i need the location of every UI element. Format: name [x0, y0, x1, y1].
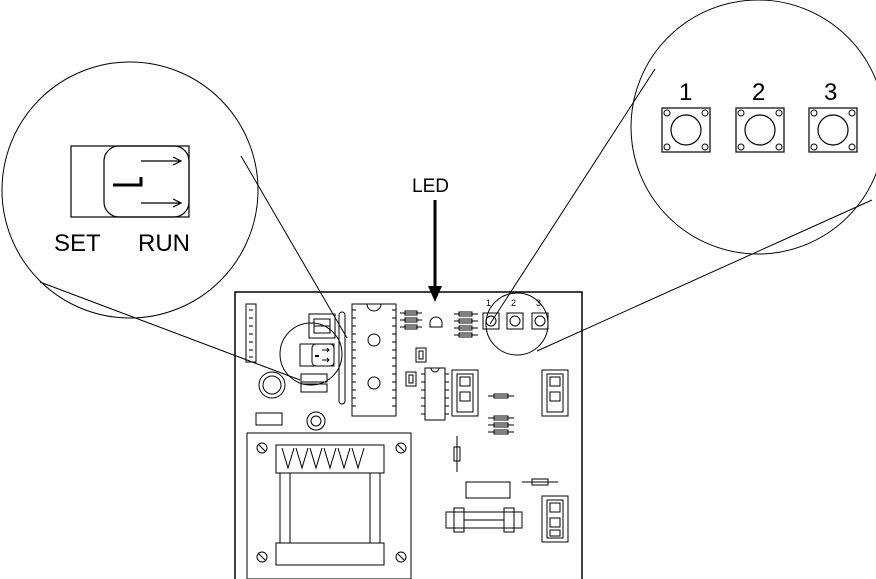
transformer [246, 432, 412, 579]
magnifier-link-line-left-1 [39, 281, 301, 381]
set-run-magnifier-circle [1, 61, 259, 319]
microcontroller-ic [351, 303, 397, 417]
pcb-button-1-label: 1 [486, 298, 491, 308]
pcb-button-2-label: 2 [511, 298, 516, 308]
vertical-resistor [453, 436, 461, 472]
set-run-switch-magnified [70, 145, 190, 218]
switch-set-label: SET [54, 230, 101, 257]
magnifier-link-line-right-2 [536, 199, 873, 352]
pcb-button-3-label: 3 [536, 298, 541, 308]
magnifier-link-line-right-1 [489, 68, 656, 325]
led-label: LED [412, 176, 449, 197]
terminal-block-2 [541, 369, 569, 417]
rectangular-component [465, 481, 511, 499]
buttons-magnifier-circle [630, 0, 876, 255]
pin-header-connector [245, 303, 257, 363]
button-2-magnified [735, 107, 785, 153]
magnifier-link-line-left-2 [240, 155, 348, 339]
button-1-label: 1 [679, 79, 692, 106]
pcb-set-run-switch [279, 322, 343, 386]
fuse-holder [445, 507, 523, 533]
horizontal-resistor [522, 478, 558, 486]
resistor-array-buttons [454, 311, 478, 338]
small-capacitors [405, 347, 427, 387]
switch-run-label: RUN [138, 230, 190, 257]
button-2-label: 2 [752, 79, 765, 106]
button-3-magnified [808, 107, 858, 153]
pcb-buttons-highlight-circle [485, 292, 549, 356]
button-1-magnified [661, 107, 711, 153]
pcb-buttons [482, 312, 549, 330]
secondary-ic [421, 367, 449, 421]
led-component [429, 316, 443, 328]
terminal-block-1 [451, 369, 479, 417]
resistor-array-ic [400, 310, 422, 330]
button-3-label: 3 [824, 79, 837, 106]
resistors-right [488, 393, 514, 435]
led-pointer-arrow [428, 200, 442, 302]
terminal-block-3 [541, 495, 569, 543]
pcb-small-parts-left [255, 311, 346, 431]
pcb-board [234, 291, 583, 579]
small-relay [308, 313, 336, 339]
